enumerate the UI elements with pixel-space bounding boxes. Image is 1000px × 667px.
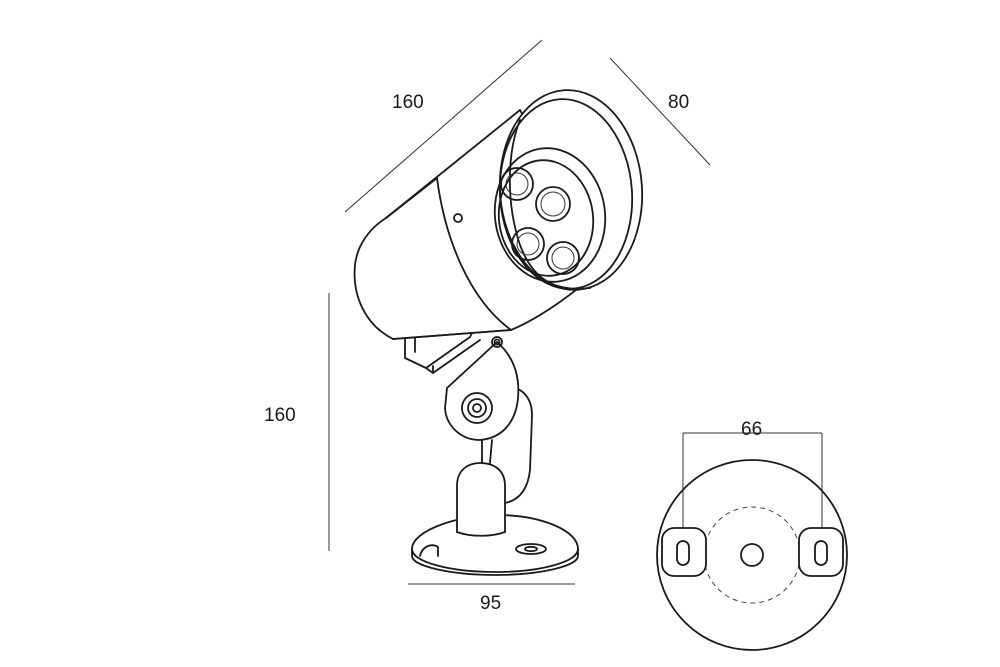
spotlight-side-view <box>353 89 644 576</box>
center-hole <box>740 543 764 567</box>
pivot-bracket <box>444 336 520 441</box>
led-2 <box>535 186 571 222</box>
dim-line-body-length <box>344 39 543 213</box>
dim-label-height: 160 <box>264 405 296 426</box>
dim-label-body-diameter: 80 <box>668 92 690 113</box>
dim-label-hole-spacing: 66 <box>741 419 763 440</box>
mount-slot-right <box>798 527 844 577</box>
pedestal <box>456 387 533 537</box>
base-outline-circle <box>656 459 848 651</box>
pedestal-footprint-dashed <box>703 506 801 604</box>
led-3 <box>511 227 545 261</box>
led-4 <box>546 241 580 275</box>
led-array <box>493 147 607 283</box>
dim-label-base-width: 95 <box>480 593 502 614</box>
dim-line-body-diameter <box>609 57 711 166</box>
dim-label-body-length: 160 <box>392 92 424 113</box>
base-top-view <box>656 459 848 651</box>
led-1 <box>500 167 534 201</box>
base-plate <box>411 514 579 576</box>
mount-slot-left <box>661 527 707 577</box>
dimension-lines <box>328 39 823 585</box>
